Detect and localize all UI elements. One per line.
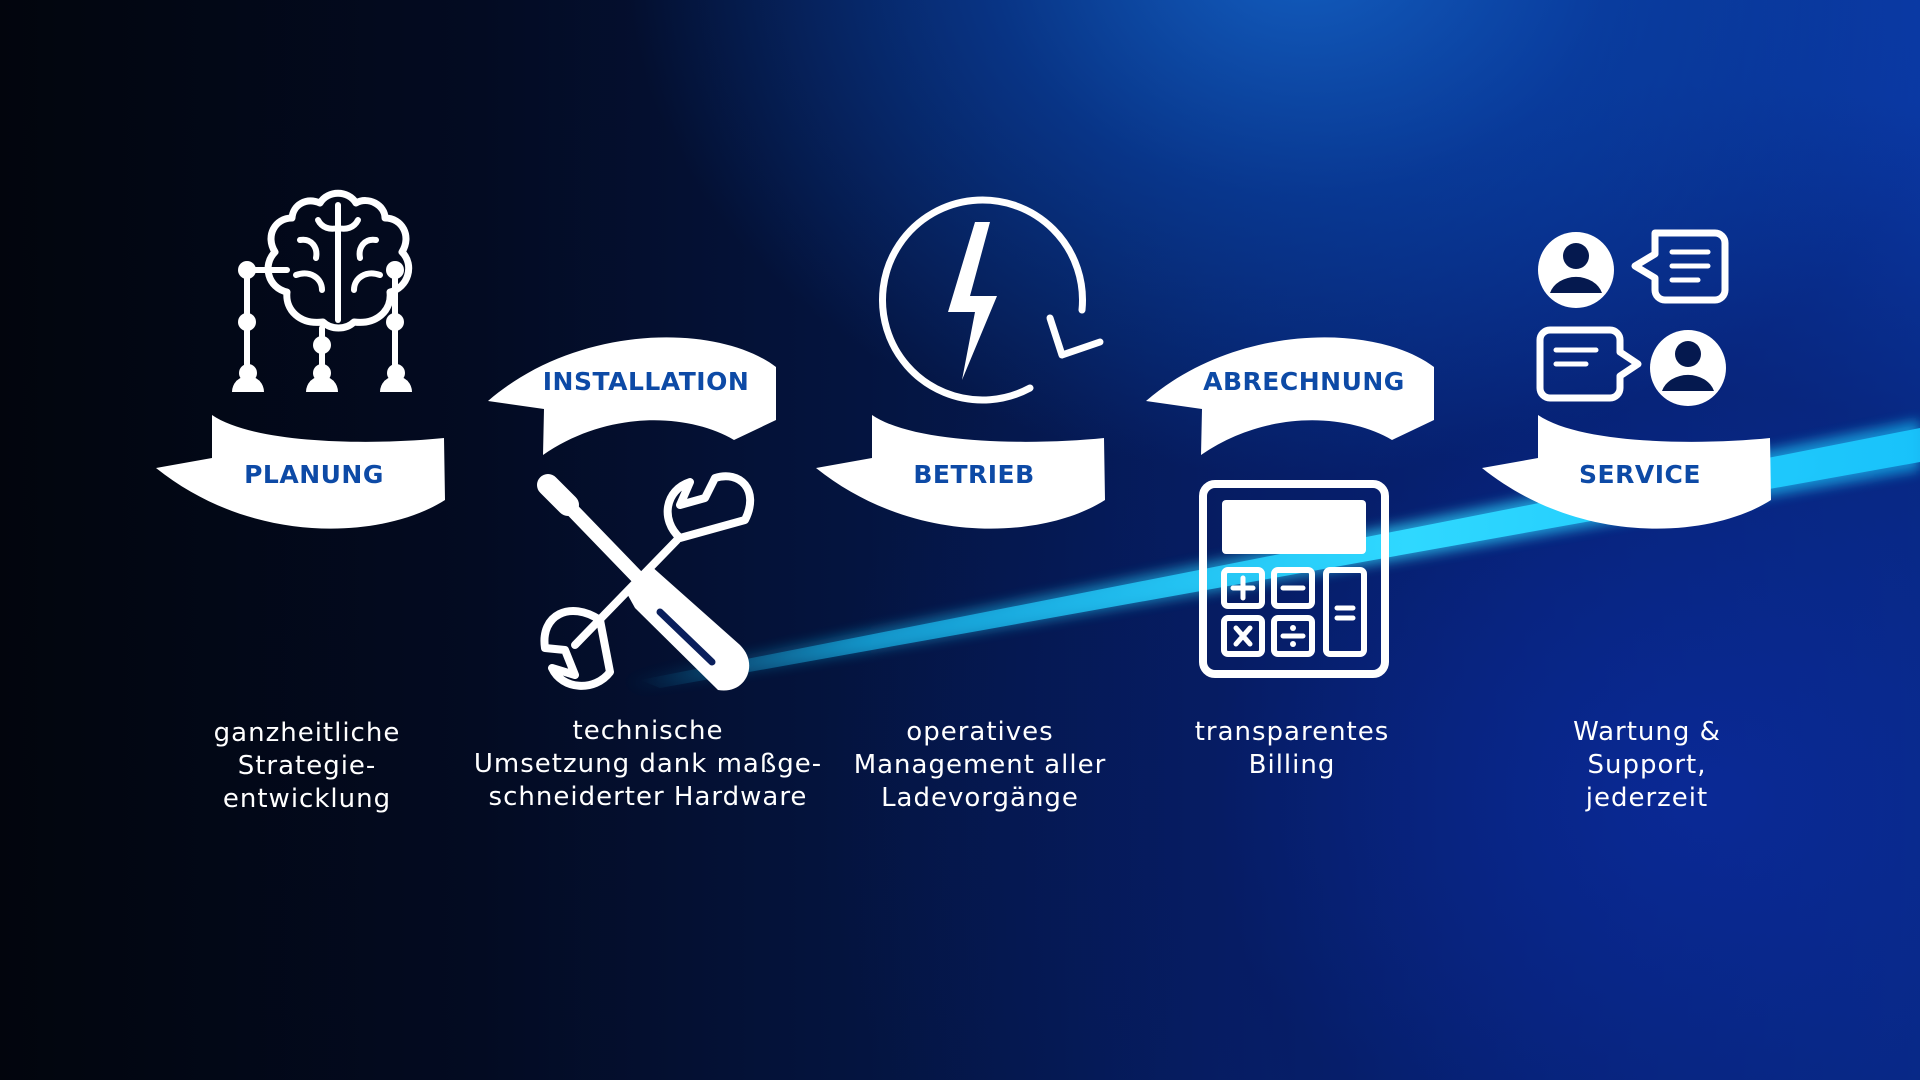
step-description-planung: ganzheitliche Strategie- entwicklung (213, 718, 401, 814)
people-icons (232, 364, 412, 392)
banner-installation: INSTALLATION (488, 337, 776, 455)
banner-planung: PLANUNG (156, 415, 445, 529)
step-installation (537, 472, 755, 691)
step-betrieb (879, 196, 1104, 404)
banner-betrieb: BETRIEB (816, 415, 1105, 529)
step-service (1536, 229, 1729, 406)
step-description-installation: technische Umsetzung dank maßge- schneid… (473, 716, 823, 812)
banner-layer: PLANUNG INSTALLATION BETRIEB ABRECHNUNG SERV… (156, 337, 1771, 529)
step-description-service: Wartung & Support, jederzeit (1573, 717, 1721, 813)
step-label-installation: INSTALLATION (543, 367, 750, 396)
step-description-betrieb: operatives Management aller Ladevorgänge (853, 717, 1107, 813)
lightning-refresh-icon (879, 196, 1104, 404)
banner-abrechnung: ABRECHNUNG (1146, 337, 1434, 455)
banner-service: SERVICE (1482, 415, 1771, 529)
calculator-icon (1199, 480, 1389, 678)
step-description-abrechnung: transparentes Billing (1194, 717, 1390, 780)
screwdriver-wrench-icon (537, 472, 755, 691)
banner-ribbon (1146, 337, 1434, 455)
step-label-abrechnung: ABRECHNUNG (1203, 367, 1405, 396)
step-label-service: SERVICE (1579, 460, 1701, 489)
step-label-betrieb: BETRIEB (913, 460, 1034, 489)
banner-ribbon (816, 415, 1105, 529)
step-abrechnung (1199, 480, 1389, 678)
step-planung (232, 189, 413, 392)
customer-chat-icon (1536, 229, 1729, 406)
banner-ribbon (156, 415, 445, 529)
network-nodes (238, 261, 404, 354)
step-label-planung: PLANUNG (244, 460, 384, 489)
banner-ribbon (1482, 415, 1771, 529)
banner-ribbon (488, 337, 776, 455)
